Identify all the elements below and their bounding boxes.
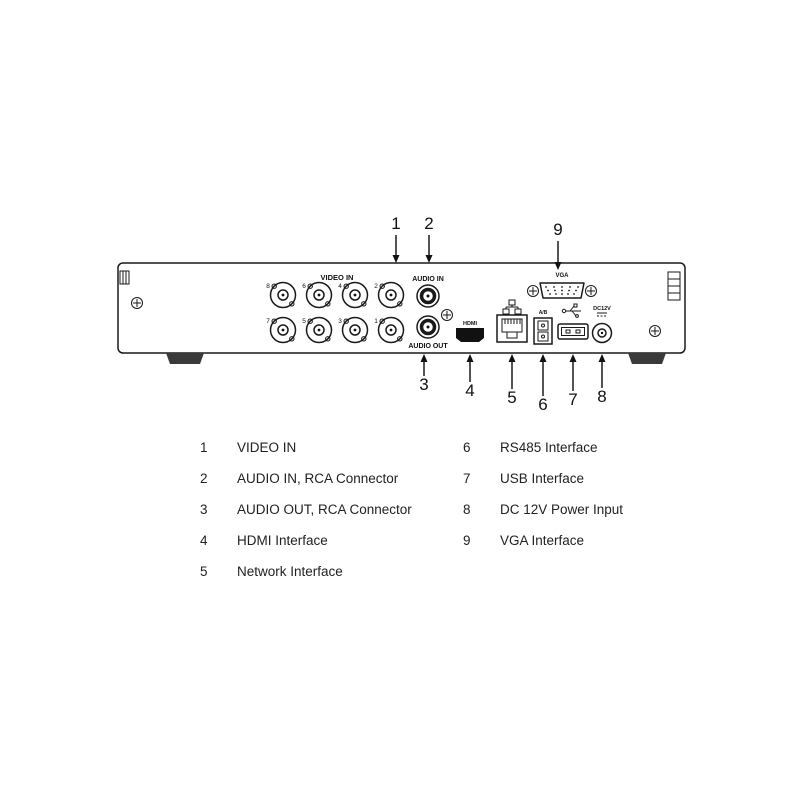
bnc-connector: [341, 281, 369, 309]
arrowhead: [425, 255, 433, 263]
arrowhead: [392, 255, 400, 263]
legend-item-number: 3: [200, 502, 208, 517]
bnc-connector: [269, 281, 297, 309]
dc-power-input: DC12V: [591, 306, 613, 344]
bnc-connector: [269, 316, 297, 344]
callouts-bottom: 3 4 5 6 7 8: [419, 354, 607, 414]
hdmi-port: HDMI: [456, 321, 484, 342]
legend-item-label: AUDIO OUT, RCA Connector: [237, 502, 412, 517]
legend-item: 8 DC 12V Power Input: [463, 494, 693, 525]
network-port: [496, 299, 528, 343]
arrowhead: [598, 354, 606, 362]
legend-item-label: HDMI Interface: [237, 533, 328, 548]
legend-item-number: 5: [200, 564, 208, 579]
vent: [667, 271, 681, 301]
vga-screw: [527, 285, 539, 297]
arrowhead: [508, 354, 516, 362]
video-in-label: VIDEO IN: [321, 273, 354, 282]
vga-label: VGA: [555, 273, 569, 279]
left-screw: [131, 297, 143, 309]
bnc-connector: [377, 281, 405, 309]
audio-block: AUDIO IN AUDIO OUT: [408, 276, 453, 350]
ground-screw: [441, 309, 453, 321]
bnc-num: 2: [374, 283, 378, 290]
legend-item-number: 6: [463, 440, 471, 455]
legend-item-label: VGA Interface: [500, 533, 585, 548]
legend-item-number: 8: [463, 502, 471, 517]
chassis: [117, 262, 686, 364]
arrowhead: [466, 354, 474, 362]
bnc-connector: [305, 281, 333, 309]
right-screw: [649, 325, 661, 337]
bnc-num: 8: [266, 283, 270, 290]
callout-2: 2: [424, 214, 433, 233]
rear-panel-diagram: VIDEO IN 8 6 4 2 7 5 3 1 AUDIO IN AUDIO …: [117, 214, 686, 414]
legend-item-label: DC 12V Power Input: [500, 502, 624, 517]
bnc-num: 6: [302, 283, 306, 290]
callout-7: 7: [568, 390, 577, 409]
arrowhead: [539, 354, 547, 362]
video-in-block: VIDEO IN 8 6 4 2 7 5 3 1: [266, 273, 405, 344]
legend-item: 9 VGA Interface: [463, 525, 693, 556]
legend-item: 3 AUDIO OUT, RCA Connector: [200, 494, 463, 525]
legend-item-number: 4: [200, 533, 208, 548]
legend: 1 VIDEO IN 2 AUDIO IN, RCA Connector 3 A…: [200, 432, 693, 587]
bnc-num: 7: [266, 318, 270, 325]
callout-9: 9: [553, 220, 562, 239]
audio-in-rca-connector: [415, 283, 441, 309]
callout-1: 1: [391, 214, 400, 233]
dc-label: DC12V: [593, 306, 611, 312]
hdmi-label: HDMI: [463, 321, 478, 327]
callouts-top: 1 2 9: [391, 214, 563, 270]
usb-icon: [561, 303, 581, 318]
bnc-num: 1: [374, 318, 378, 325]
bnc-num: 5: [302, 318, 306, 325]
legend-item: 2 AUDIO IN, RCA Connector: [200, 463, 463, 494]
callout-6: 6: [538, 395, 547, 414]
vga-pins: [545, 286, 579, 295]
arrowhead: [420, 354, 428, 362]
usb-port: [557, 303, 589, 340]
legend-item-number: 9: [463, 533, 471, 548]
audio-in-label: AUDIO IN: [412, 276, 444, 283]
bnc-connector: [305, 316, 333, 344]
legend-item-number: 1: [200, 440, 208, 455]
arrowhead: [569, 354, 577, 362]
rs485-label: A/B: [539, 310, 548, 316]
legend-item: 1 VIDEO IN: [200, 432, 463, 463]
legend-item: 5 Network Interface: [200, 556, 463, 587]
legend-right-column: 6 RS485 Interface 7 USB Interface 8 DC 1…: [463, 432, 693, 587]
audio-out-rca-connector: [415, 314, 441, 340]
legend-item-label: Network Interface: [237, 564, 343, 579]
rs485-terminal: A/B: [533, 310, 553, 345]
network-icon: [502, 299, 522, 315]
callout-5: 5: [507, 388, 516, 407]
vga-screw: [585, 285, 597, 297]
right-foot: [628, 353, 666, 364]
left-foot: [166, 353, 204, 364]
bnc-connector: [377, 316, 405, 344]
audio-out-label: AUDIO OUT: [408, 343, 448, 350]
legend-item-number: 7: [463, 471, 471, 486]
legend-item-label: RS485 Interface: [500, 440, 598, 455]
legend-item-label: AUDIO IN, RCA Connector: [237, 471, 399, 486]
callout-8: 8: [597, 387, 606, 406]
vga-port: VGA: [527, 273, 597, 299]
legend-item: 6 RS485 Interface: [463, 432, 693, 463]
legend-left-column: 1 VIDEO IN 2 AUDIO IN, RCA Connector 3 A…: [200, 432, 463, 587]
legend-item: 7 USB Interface: [463, 463, 693, 494]
bnc-num: 3: [338, 318, 342, 325]
legend-item-label: VIDEO IN: [237, 440, 297, 455]
arrowhead: [554, 262, 562, 270]
legend-item-label: USB Interface: [500, 471, 585, 486]
legend-item: 4 HDMI Interface: [200, 525, 463, 556]
callout-4: 4: [465, 381, 474, 400]
bnc-connector: [341, 316, 369, 344]
bnc-num: 4: [338, 283, 342, 290]
callout-3: 3: [419, 375, 428, 394]
legend-item-number: 2: [200, 471, 208, 486]
